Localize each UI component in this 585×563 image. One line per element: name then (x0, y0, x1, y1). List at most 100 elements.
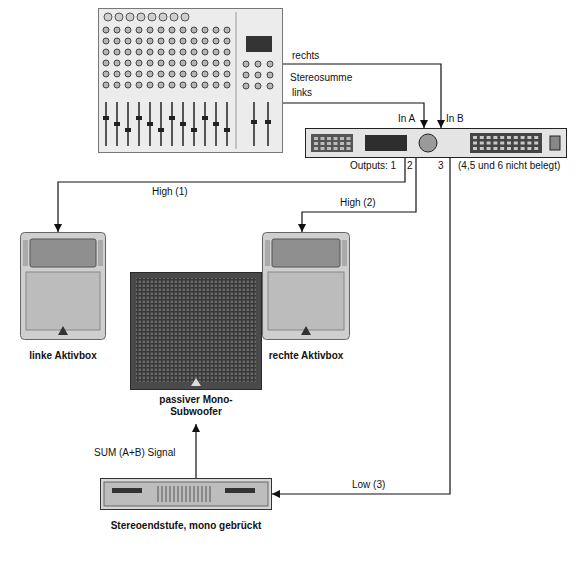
vent (174, 486, 175, 502)
subwoofer: passiver Mono-Subwoofer (130, 272, 262, 424)
control-knob (419, 134, 437, 152)
device-label: linke Aktivbox (29, 350, 96, 362)
knob (213, 27, 219, 33)
led (527, 147, 531, 150)
led (314, 147, 318, 150)
vent (190, 486, 191, 502)
knob (191, 27, 197, 33)
knob (147, 82, 153, 88)
fader-cap (147, 122, 153, 126)
signal-cable (195, 424, 196, 478)
knob (202, 60, 208, 66)
vent (178, 486, 179, 502)
fader-cap (180, 122, 186, 126)
led (500, 142, 504, 145)
led (340, 137, 344, 140)
signal-cable (283, 64, 441, 128)
vent (170, 486, 171, 502)
knob (103, 38, 109, 44)
led (327, 137, 331, 140)
input-label: In A (398, 113, 415, 125)
knob (202, 38, 208, 44)
led (534, 136, 538, 139)
model-plate (225, 488, 255, 493)
led (321, 142, 325, 145)
fader-cap (158, 128, 164, 132)
led (487, 142, 491, 145)
vent (158, 486, 159, 502)
knob (180, 38, 186, 44)
led (514, 147, 518, 150)
fader-slot (138, 102, 140, 146)
led (314, 137, 318, 140)
active-speaker: rechte Aktivbox (262, 232, 350, 340)
display (365, 135, 407, 151)
led (514, 136, 518, 139)
signal-label: High (1) (150, 186, 190, 198)
led (314, 142, 318, 145)
knob (147, 71, 153, 77)
xlr-jack (104, 13, 112, 21)
knob (202, 27, 208, 33)
xlr-jack (159, 13, 167, 21)
fader-slot (105, 102, 107, 146)
knob (136, 60, 142, 66)
led (527, 142, 531, 145)
fader-cap (265, 120, 271, 124)
knob (267, 83, 273, 89)
fader-cap (169, 116, 175, 120)
bus-label: Stereosumme (290, 72, 352, 84)
mixing-console-drawing (98, 8, 283, 153)
vent (186, 486, 187, 502)
signal-cable (302, 158, 416, 232)
knob (213, 82, 219, 88)
knob (158, 49, 164, 55)
active-speaker-drawing (20, 232, 106, 340)
side-panel (98, 240, 103, 266)
output-number: 3 (438, 160, 444, 172)
fader-cap (103, 116, 109, 120)
meter-display (246, 36, 272, 52)
xlr-jack (126, 13, 134, 21)
knob (125, 82, 131, 88)
knob (147, 27, 153, 33)
mixing-console: Stereosumme (98, 8, 283, 153)
vent (198, 486, 199, 502)
led (521, 136, 525, 139)
power-amplifier-drawing (100, 478, 272, 510)
cabinet (131, 273, 262, 390)
crossover-unit: In AIn BOutputs: 123(4,5 und 6 nicht bel… (305, 128, 567, 158)
knob (158, 82, 164, 88)
vent (202, 486, 203, 502)
knob (103, 71, 109, 77)
input-label: In B (446, 113, 464, 125)
knob (114, 82, 120, 88)
led (487, 147, 491, 150)
signal-cable (283, 103, 424, 128)
knob (180, 71, 186, 77)
logo (191, 378, 201, 386)
cabinet (263, 233, 350, 340)
knob (169, 38, 175, 44)
led (340, 147, 344, 150)
device-label: passiver Mono-Subwoofer (146, 394, 246, 418)
led (493, 142, 497, 145)
knob (147, 60, 153, 66)
knob (224, 60, 230, 66)
knob (180, 82, 186, 88)
knob (267, 72, 273, 78)
xlr-jack (170, 13, 178, 21)
led (534, 142, 538, 145)
knob (191, 82, 197, 88)
knob (213, 49, 219, 55)
grille (136, 278, 256, 382)
led (473, 136, 477, 139)
grille (268, 272, 344, 330)
fader-slot (204, 102, 206, 146)
horn (272, 239, 340, 267)
knob (158, 27, 164, 33)
led (493, 147, 497, 150)
knob (114, 71, 120, 77)
device-label: Stereoendstufe, mono gebrückt (111, 520, 262, 532)
xlr-jack (181, 13, 189, 21)
